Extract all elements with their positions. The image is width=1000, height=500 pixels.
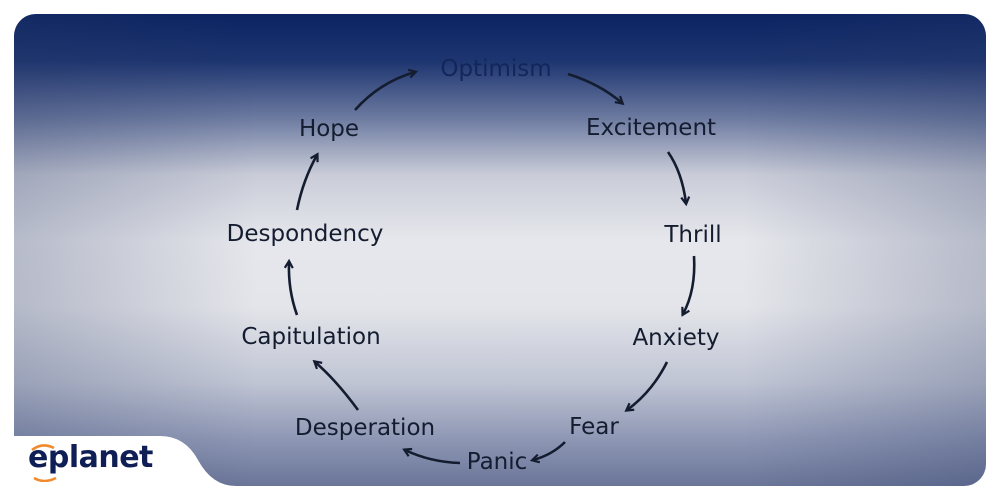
arrow-hope-optimism xyxy=(354,72,415,111)
stage-capitulation: Capitulation xyxy=(241,324,381,350)
stage-excitement: Excitement xyxy=(585,115,717,141)
stage-hope: Hope xyxy=(298,116,360,142)
arrow-excitement-thrill xyxy=(666,151,686,203)
stage-anxiety: Anxiety xyxy=(632,325,720,351)
arrow-anxiety-fear xyxy=(627,361,669,410)
arrow-desperation-capitulation xyxy=(315,362,360,411)
arrow-optimism-excitement xyxy=(567,72,622,103)
arrow-panic-desperation xyxy=(405,450,461,465)
arrow-despondency-hope xyxy=(295,155,317,211)
stage-desperation: Desperation xyxy=(294,415,436,441)
eplanet-logo: eplanet xyxy=(28,440,153,475)
logo-arc-icon xyxy=(31,444,57,482)
stage-optimism: Optimism xyxy=(440,56,552,82)
logo-notch xyxy=(0,436,236,500)
stage-panic: Panic xyxy=(466,449,528,475)
stage-thrill: Thrill xyxy=(664,222,722,248)
stage-despondency: Despondency xyxy=(226,221,384,247)
arrow-thrill-anxiety xyxy=(683,255,696,314)
diagram-card xyxy=(14,14,986,486)
stage-fear: Fear xyxy=(569,414,619,440)
arrow-capitulation-despondency xyxy=(289,262,299,316)
arrow-fear-panic xyxy=(533,441,566,460)
